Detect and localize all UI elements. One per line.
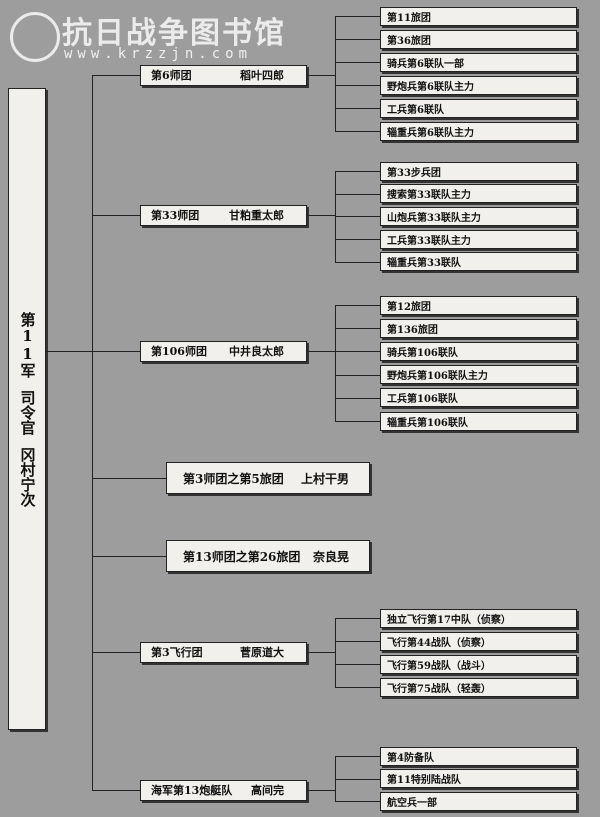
sub-tick — [335, 778, 380, 780]
trunk-line — [92, 75, 93, 791]
subunit-box: 辎重兵第106联队 — [380, 411, 577, 431]
branch-connector — [92, 215, 140, 216]
unit-box: 第3师团之第5旅团 上村干男 — [166, 462, 370, 494]
subunit-box: 工兵第106联队 — [380, 388, 577, 408]
subunit-box: 第11特别陆战队 — [380, 769, 577, 788]
unit-commander: 高间完 — [251, 784, 284, 797]
subunit-box: 航空兵一部 — [380, 791, 577, 811]
unit-box: 第3飞行团 菅原道大 — [140, 641, 307, 663]
sub-tick — [335, 351, 380, 353]
sub-tick — [335, 108, 380, 109]
sub-tick — [335, 374, 380, 376]
unit-commander: 奈良晃 — [312, 549, 349, 564]
branch-connector — [92, 478, 166, 479]
sub-tick — [335, 618, 380, 619]
unit-name: 第3师团之第5旅团 — [183, 471, 284, 486]
subunit-box: 野炮兵第6联队主力 — [380, 75, 577, 95]
sub-connector — [307, 75, 335, 76]
sub-tick — [335, 397, 380, 399]
sub-tick — [335, 756, 380, 757]
subunit-box: 工兵第6联队 — [380, 98, 577, 118]
bracket-line — [335, 16, 336, 131]
sub-tick — [335, 421, 380, 422]
subunit-box: 辎重兵第33联队 — [380, 252, 577, 272]
watermark-url: www.krzzjn.com — [64, 46, 253, 62]
unit-name: 第3飞行团 — [151, 646, 203, 659]
unit-commander: 稻叶四郎 — [240, 69, 284, 82]
subunit-box: 工兵第33联队主力 — [380, 229, 577, 249]
sub-tick — [335, 131, 380, 132]
subunit-box: 第11旅团 — [380, 6, 577, 26]
branch-connector — [92, 652, 140, 653]
subunit-box: 野炮兵第106联队主力 — [380, 365, 577, 385]
watermark-seal — [10, 12, 60, 62]
unit-name: 海军第13炮艇队 — [151, 784, 233, 797]
sub-tick — [335, 261, 380, 263]
subunit-box: 飞行第44战队（侦察） — [380, 631, 577, 651]
sub-connector — [307, 351, 335, 352]
sub-tick — [335, 16, 380, 17]
unit-commander: 甘粕重太郎 — [229, 209, 284, 222]
sub-tick — [335, 85, 380, 86]
subunit-box: 飞行第75战队（轻轰） — [380, 677, 577, 697]
subunit-box: 飞行第59战队（战斗） — [380, 654, 577, 674]
army-title: 司令官 — [18, 389, 37, 435]
army-commander-box: 第11军 司令官 冈村宁次 — [8, 88, 46, 730]
subunit-box: 搜索第33联队主力 — [380, 184, 577, 204]
bracket-line — [335, 618, 336, 687]
unit-name: 第13师团之第26旅团 — [183, 549, 301, 564]
sub-connector — [307, 790, 335, 791]
branch-connector — [92, 351, 140, 352]
sub-tick — [335, 664, 380, 665]
branch-connector — [92, 790, 140, 791]
unit-box: 第106师团 中井良太郎 — [140, 340, 307, 362]
unit-commander: 中井良太郎 — [229, 345, 284, 358]
subunit-box: 第12旅团 — [380, 295, 577, 315]
bracket-line — [335, 305, 336, 421]
sub-tick — [335, 193, 380, 195]
sub-connector — [307, 215, 335, 216]
subunit-box: 骑兵第106联队 — [380, 341, 577, 361]
root-connector — [46, 351, 92, 352]
branch-connector — [92, 75, 140, 76]
sub-tick — [335, 328, 380, 330]
sub-tick — [335, 39, 380, 40]
unit-box: 海军第13炮艇队 高间完 — [140, 779, 307, 801]
subunit-box: 第4防备队 — [380, 746, 577, 766]
subunit-box: 骑兵第6联队一部 — [380, 52, 577, 72]
subunit-box: 第36旅团 — [380, 29, 577, 49]
sub-tick — [335, 62, 380, 63]
subunit-box: 独立飞行第17中队（侦察） — [380, 608, 577, 628]
unit-name: 第33师团 — [151, 209, 200, 222]
sub-tick — [335, 239, 380, 241]
sub-tick — [335, 687, 380, 688]
sub-connector — [307, 652, 335, 653]
subunit-box: 第33步兵团 — [380, 161, 577, 181]
unit-name: 第106师团 — [151, 345, 207, 358]
branch-connector — [92, 556, 166, 557]
sub-tick — [335, 171, 380, 172]
unit-box: 第13师团之第26旅团奈良晃 — [166, 540, 370, 572]
unit-name: 第6师团 — [151, 69, 192, 82]
unit-commander: 菅原道大 — [240, 646, 284, 659]
sub-tick — [335, 641, 380, 642]
watermark-text: 抗日战争图书馆 — [62, 16, 286, 51]
unit-box: 第6师团 稻叶四郎 — [140, 64, 307, 86]
sub-tick — [335, 216, 380, 218]
army-name: 第11军 — [18, 311, 37, 378]
sub-tick — [335, 801, 380, 802]
subunit-box: 第136旅团 — [380, 318, 577, 338]
army-commander: 冈村宁次 — [18, 446, 37, 507]
subunit-box: 山炮兵第33联队主力 — [380, 206, 577, 226]
unit-box: 第33师团 甘粕重太郎 — [140, 204, 307, 226]
subunit-box: 辎重兵第6联队主力 — [380, 121, 577, 141]
sub-tick — [335, 305, 380, 306]
unit-commander: 上村干男 — [300, 471, 349, 486]
